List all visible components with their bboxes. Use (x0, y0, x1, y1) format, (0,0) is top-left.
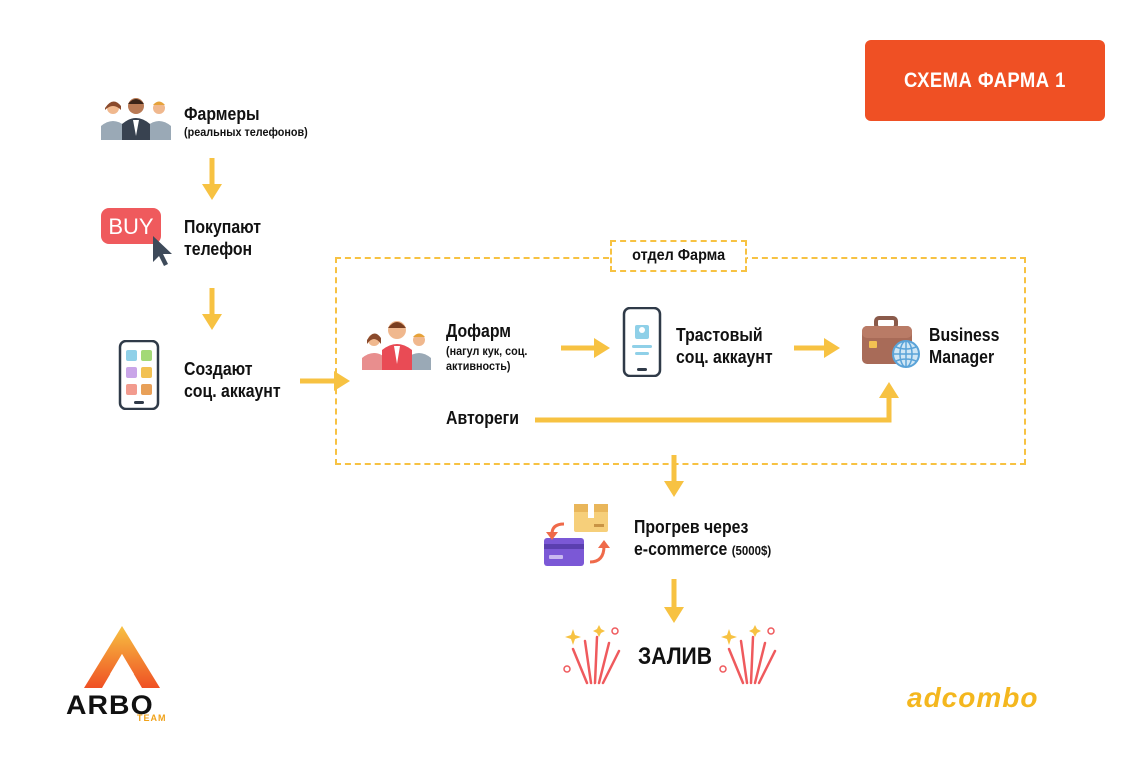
department-label: отдел Фарма (610, 240, 747, 272)
buy-cursor-icon: BUY (101, 208, 172, 266)
zaliv-label: ЗАЛИВ (638, 643, 713, 670)
title-badge: СХЕМА ФАРМА 1 (865, 40, 1105, 121)
fireworks-right-icon (719, 625, 777, 685)
create-account-label: Создают соц. аккаунт (184, 359, 281, 401)
arrow-autoregs-to-bm (535, 396, 892, 423)
fireworks-left-icon (563, 625, 621, 685)
ecommerce-card-box-icon (544, 504, 610, 566)
adcombo-logo: adcombo (907, 682, 1039, 713)
phone-apps-icon (118, 340, 160, 410)
arbo-logo-mark (84, 626, 160, 688)
farmers-group-icon (101, 98, 171, 140)
dofarm-subtitle: (нагул кук, соц. активность) (446, 344, 528, 373)
farmers-subtitle: (реальных телефонов) (184, 125, 308, 139)
arbo-logo-text: ARBO (66, 690, 154, 720)
page-title: СХЕМА ФАРМА 1 (904, 68, 1066, 92)
business-manager-label: Business Manager (929, 325, 1000, 367)
buy-phone-label: Покупают телефон (184, 217, 262, 259)
dofarm-team-icon (362, 321, 431, 370)
warmup-label: Прогрев через e-commerce (5000$) (634, 517, 772, 559)
buy-icon-text: BUY (108, 214, 154, 239)
farmers-title: Фармеры (184, 104, 260, 124)
briefcase-globe-icon (862, 316, 920, 368)
trust-account-label: Трастовый соц. аккаунт (676, 325, 773, 367)
dofarm-title: Дофарм (446, 321, 512, 341)
arbo-logo-subtext: TEAM (137, 713, 167, 723)
autoregs-label: Автореги (446, 408, 520, 428)
trust-phone-icon (622, 307, 662, 377)
